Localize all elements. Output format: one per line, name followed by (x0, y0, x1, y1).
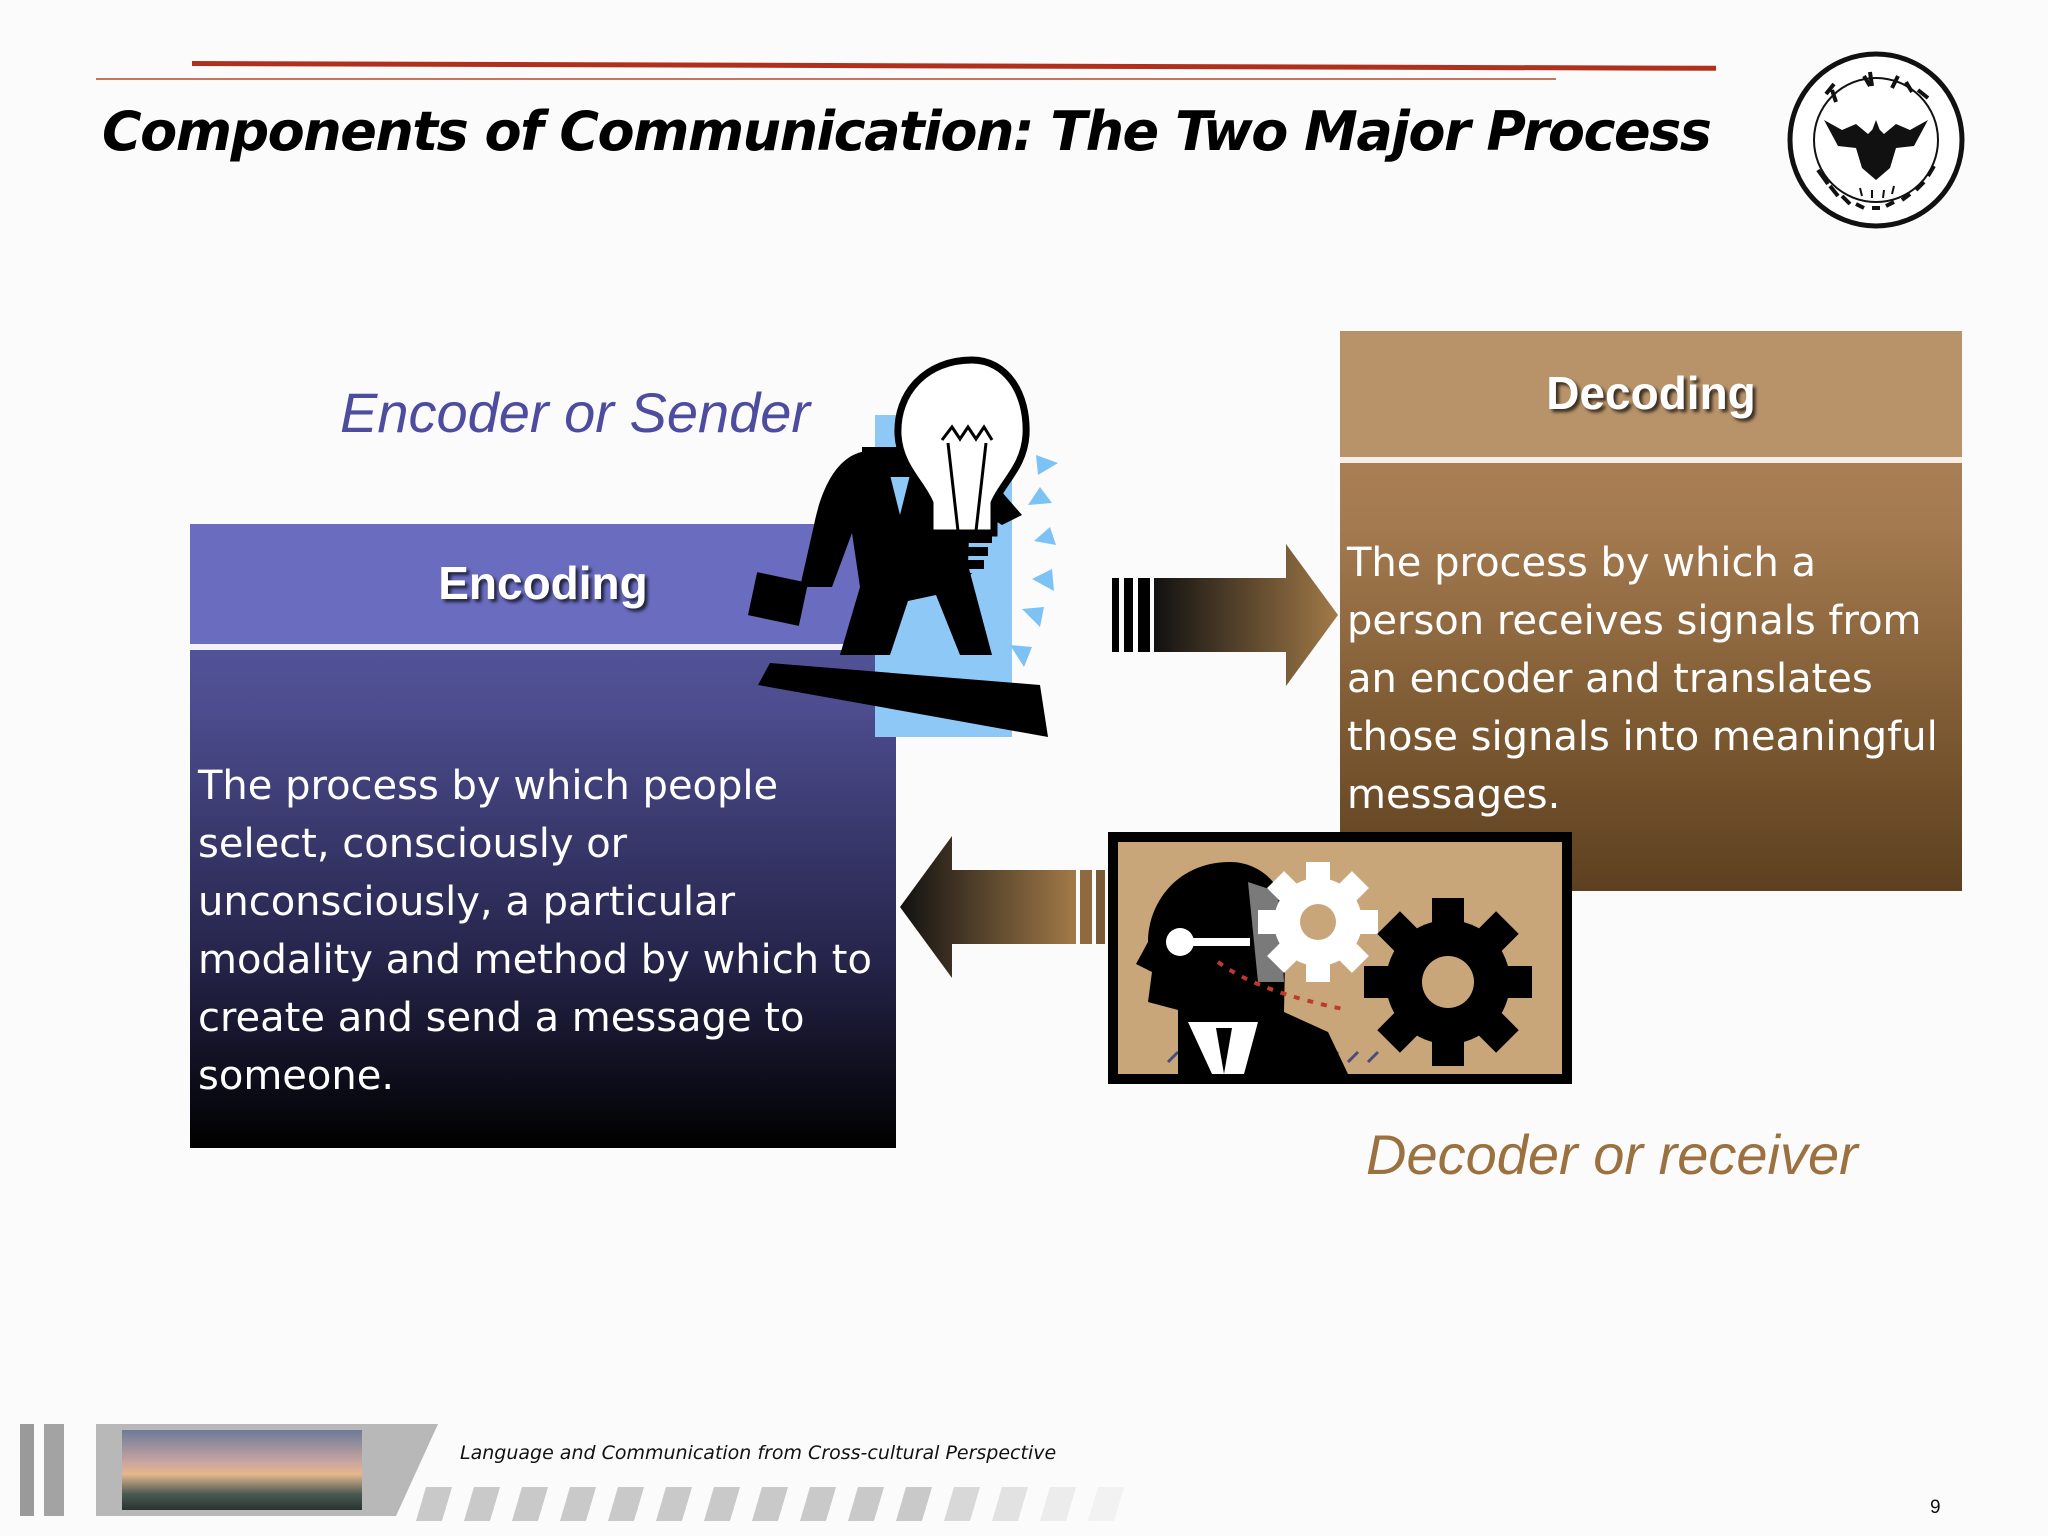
encoder-label: Encoder or Sender (340, 381, 811, 444)
arrow-left-icon (900, 836, 1105, 978)
campus-photo (122, 1430, 362, 1510)
decoding-box-header (1340, 331, 1962, 457)
encoding-title: Encoding (438, 557, 648, 609)
university-seal-logo (1787, 51, 1965, 229)
encoding-box-divider (190, 644, 896, 650)
decoding-box-divider (1340, 457, 1962, 463)
decoder-label: Decoder or receiver (1366, 1123, 1858, 1186)
encoding-description: The process by which people select, cons… (198, 763, 872, 1099)
arrow-right-icon (1112, 544, 1338, 686)
slide-title: Components of Communication: The Two Maj… (102, 100, 1712, 163)
decoding-title: Decoding (1546, 367, 1756, 419)
head-gears-icon (1108, 832, 1572, 1084)
decoding-description: The process by which a person receives s… (1347, 540, 1938, 818)
header-rule-top (191, 61, 1717, 71)
footer-course-title: Language and Communication from Cross-cu… (460, 1442, 1057, 1464)
header-rule-bottom (96, 78, 1556, 80)
businessman-lightbulb-icon (747, 356, 1058, 737)
footer-stripes (416, 1487, 1124, 1521)
page-number: 9 (1930, 1497, 1941, 1518)
